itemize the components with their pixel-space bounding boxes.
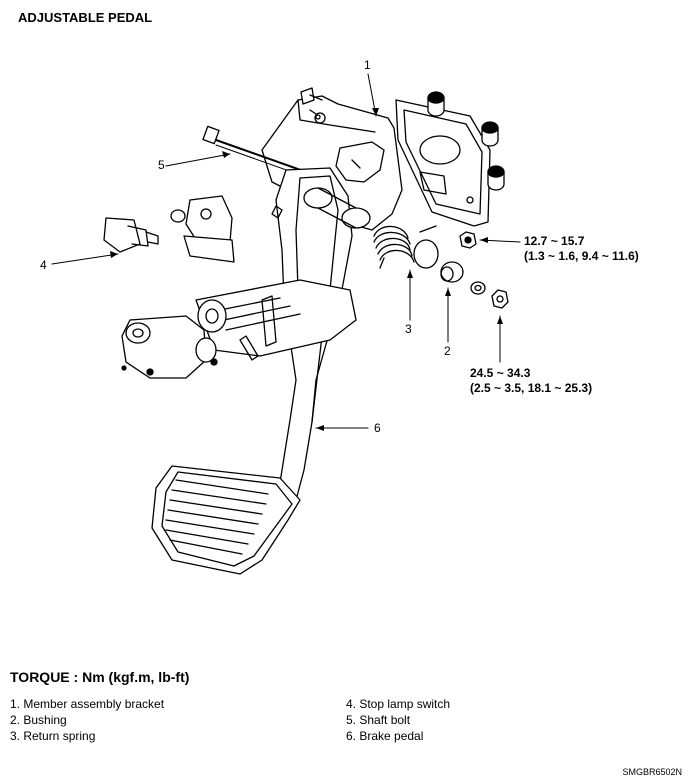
legend-column-left: 1. Member assembly bracket 2. Bushing 3.… bbox=[10, 696, 164, 744]
callout-1: 1 bbox=[364, 58, 371, 72]
adjuster-mechanism bbox=[121, 279, 357, 379]
nut-lower bbox=[491, 289, 509, 309]
callout-3: 3 bbox=[405, 322, 412, 336]
torque-spec-lower-value: 24.5 ~ 34.3 bbox=[470, 366, 531, 380]
legend-item: 3. Return spring bbox=[10, 729, 96, 743]
torque-units-title: TORQUE : Nm (kgf.m, lb-ft) bbox=[10, 669, 190, 685]
torque-spec-lower: 24.5 ~ 34.3 (2.5 ~ 3.5, 18.1 ~ 25.3) bbox=[470, 366, 592, 396]
legend-item: 2. Bushing bbox=[10, 713, 67, 727]
figure-code: SMGBR6502N bbox=[622, 767, 682, 777]
legend-item: 4. Stop lamp switch bbox=[346, 697, 451, 711]
callout-4: 4 bbox=[40, 258, 47, 272]
stop-lamp-switch bbox=[103, 217, 159, 253]
bracket-bolt bbox=[300, 87, 323, 105]
torque-spec-upper-alt: (1.3 ~ 1.6, 9.4 ~ 11.6) bbox=[524, 249, 639, 263]
pedal-exploded-view bbox=[51, 73, 521, 575]
legend-item: 1. Member assembly bracket bbox=[10, 697, 165, 711]
washer bbox=[470, 281, 486, 295]
torque-spec-upper-value: 12.7 ~ 15.7 bbox=[524, 234, 585, 248]
switch-bracket bbox=[170, 195, 283, 263]
legend-item: 6. Brake pedal bbox=[346, 729, 424, 743]
callout-5: 5 bbox=[158, 158, 165, 172]
member-assembly-bracket bbox=[261, 95, 491, 231]
plate-bushings bbox=[427, 91, 505, 191]
leader-arrowheads bbox=[110, 108, 503, 431]
bushing bbox=[440, 261, 464, 283]
callout-6: 6 bbox=[374, 421, 381, 435]
leader-lines bbox=[51, 73, 521, 429]
legend-item: 5. Shaft bolt bbox=[346, 713, 411, 727]
callout-2: 2 bbox=[444, 344, 451, 358]
return-spring bbox=[373, 225, 439, 269]
torque-spec-lower-alt: (2.5 ~ 3.5, 18.1 ~ 25.3) bbox=[470, 381, 593, 395]
diagram-title: ADJUSTABLE PEDAL bbox=[18, 10, 153, 25]
nut-upper bbox=[459, 231, 477, 249]
torque-spec-upper: 12.7 ~ 15.7 (1.3 ~ 1.6, 9.4 ~ 11.6) bbox=[524, 234, 639, 264]
legend-column-right: 4. Stop lamp switch 5. Shaft bolt 6. Bra… bbox=[346, 696, 450, 744]
